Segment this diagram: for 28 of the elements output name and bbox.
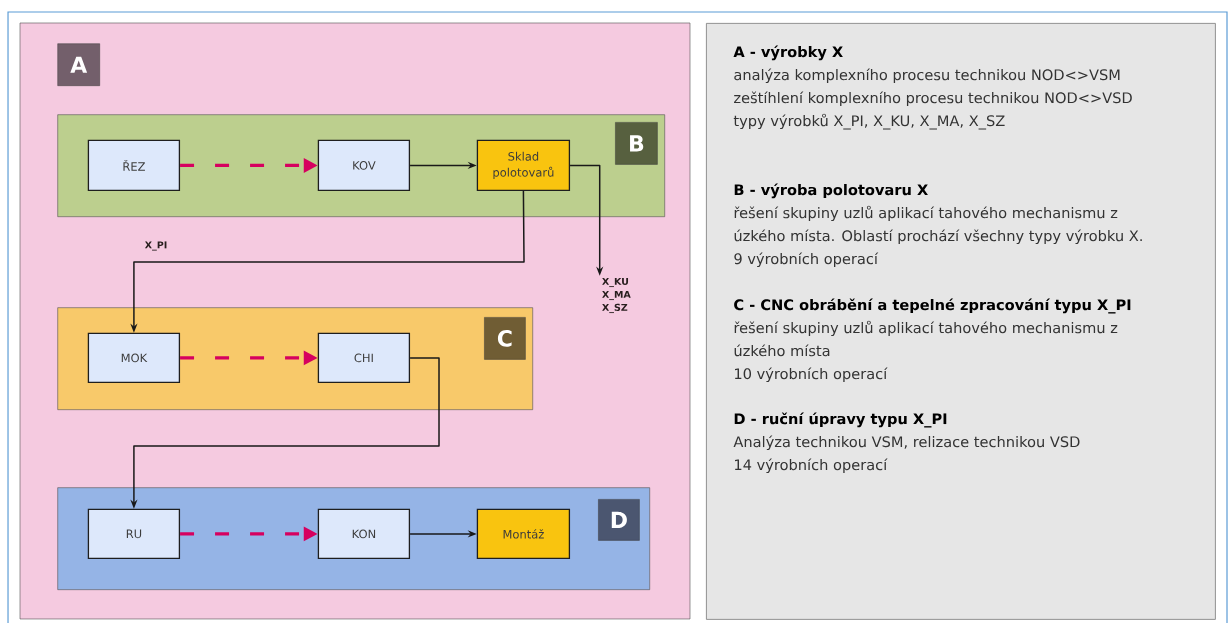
heading-text: C - CNC obrábění a tepelné zpracování typu X_PI	[734, 298, 1131, 314]
description-text: typy výrobků X_PI, X_KU, X_MA, X_SZ	[733, 113, 1005, 130]
description-text: analýza komplexního procesu technikou NOD<>VSM	[734, 68, 1120, 84]
letter-badge: B	[615, 122, 658, 165]
letter-badge: D	[598, 499, 640, 541]
product-types-text: X_KU X_MA X_SZ	[602, 277, 631, 314]
description-text: řešení skupiny uzlů aplikací tahového mechanismu z úzkého místa	[734, 320, 1118, 357]
description-text: 14 výrobních operací	[735, 458, 888, 474]
description-text: zeštíhlení komplexního procesu technikou NOD<>VSD	[734, 91, 1132, 107]
process-box: CHI	[317, 332, 411, 384]
process-box: KOV	[317, 139, 411, 192]
process-box: MOK	[87, 332, 181, 384]
process-box: ŘEZ	[87, 139, 181, 192]
heading-text: A - výrobky X	[733, 45, 843, 61]
description-panel	[706, 23, 1216, 620]
description-text: Analýza technikou VSM, relizace technikou VSD	[733, 435, 1080, 451]
edge-label: X_PI	[143, 240, 169, 252]
letter-badge: C	[484, 317, 526, 360]
process-box: RU	[87, 508, 181, 560]
process-box: Montáž	[476, 508, 571, 560]
heading-text: B - výroba polotovaru X	[734, 183, 928, 199]
process-box: KON	[317, 508, 411, 560]
description-text: 9 výrobních operací	[734, 252, 879, 268]
process-box: Sklad polotovarů	[476, 139, 571, 192]
description-text: 10 výrobních operací	[735, 367, 888, 383]
letter-badge: A	[57, 43, 100, 86]
description-text: řešení skupiny uzlů aplikací tahového mechanismu z úzkého místa. Oblastí prochází všechny typy výrobku X.	[734, 205, 1142, 245]
heading-text: D - ruční úpravy typu X_PI	[734, 412, 947, 428]
